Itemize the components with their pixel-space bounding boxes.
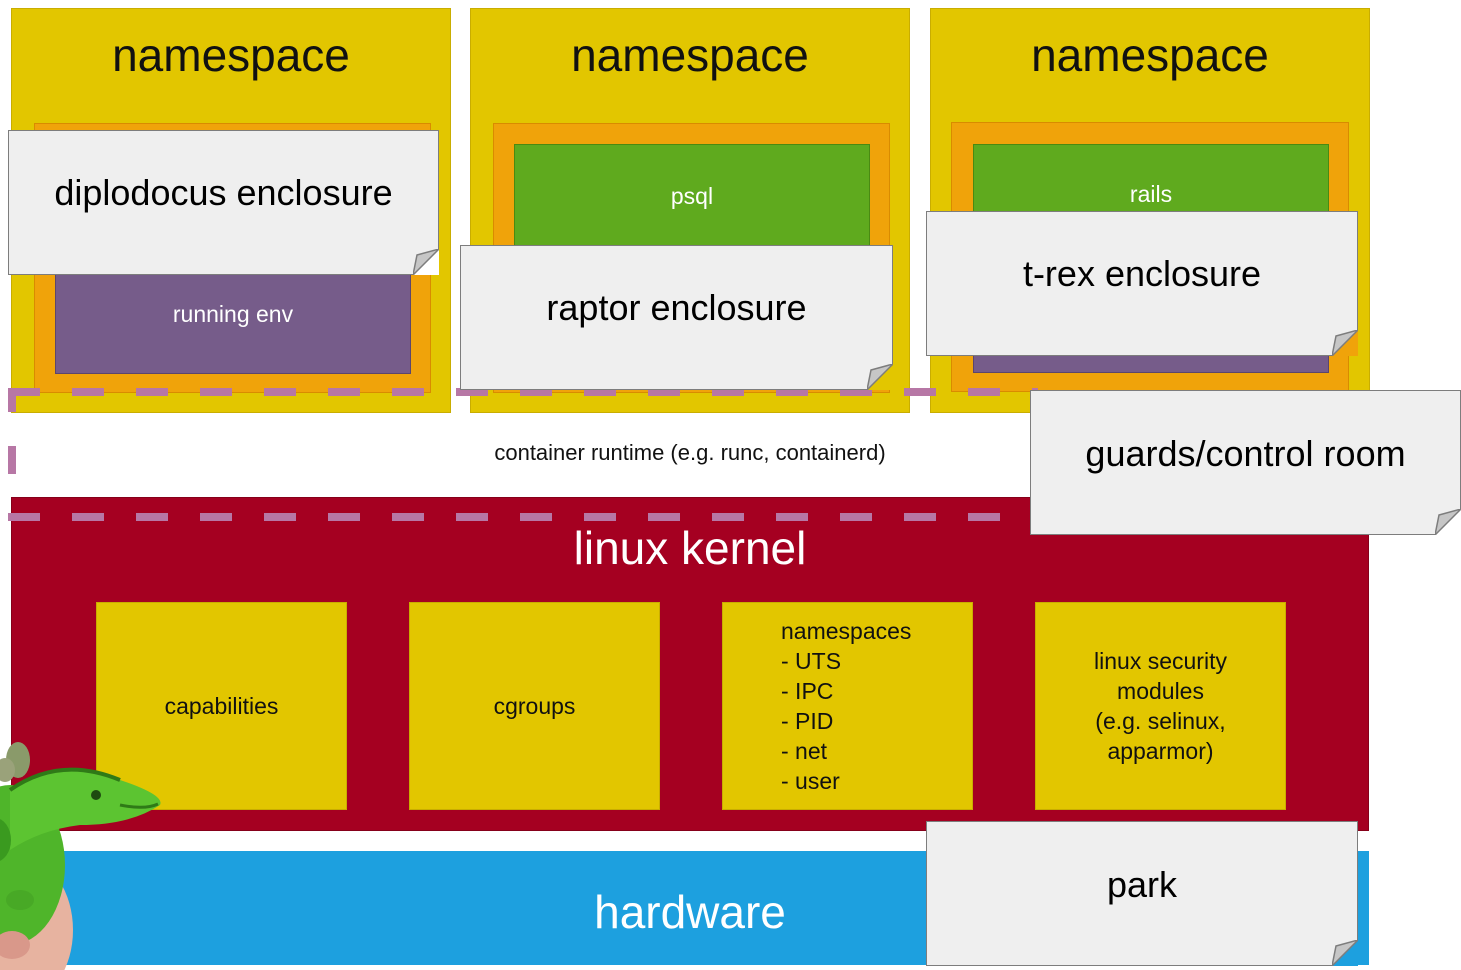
namespaces-line: - UTS [781, 648, 842, 674]
note-trex-label: t-rex enclosure [1022, 253, 1262, 294]
dinosaur-toy-image [0, 742, 161, 970]
hardware-title: hardware [594, 886, 786, 938]
note-diplodocus: diplodocus enclosure [8, 130, 439, 275]
page-fold-icon [413, 249, 439, 275]
dashed-line-vertical [8, 388, 16, 412]
psql-box: psql [514, 144, 870, 249]
note-guards-label: guards/control room [1085, 433, 1406, 474]
namespace-title-3: namespace [1031, 29, 1269, 81]
lsm-line: linux security [1094, 648, 1227, 674]
dashed-line-vertical-2 [8, 446, 16, 474]
page-fold-icon [1435, 509, 1461, 535]
note-diplodocus-label: diplodocus enclosure [54, 172, 393, 213]
namespace-title-1: namespace [112, 29, 350, 81]
page-fold-icon [867, 364, 893, 390]
lsm-box: linux security modules (e.g. selinux, ap… [1035, 602, 1286, 810]
linux-kernel-title: linux kernel [573, 522, 807, 574]
cgroups-box: cgroups [409, 602, 660, 810]
container-runtime-label: container runtime (e.g. runc, containerd… [494, 440, 886, 465]
note-raptor: raptor enclosure [460, 245, 893, 390]
linux-kernel-box: linux kernel capabilities cgroups namesp… [11, 497, 1369, 831]
namespaces-line: - IPC [781, 678, 834, 704]
lsm-line: apparmor) [1107, 738, 1214, 764]
note-guards: guards/control room [1030, 390, 1461, 535]
lsm-line: (e.g. selinux, [1095, 708, 1226, 734]
note-trex: t-rex enclosure [926, 211, 1358, 356]
namespaces-line: - user [781, 768, 840, 794]
note-park: park [926, 821, 1358, 966]
dashed-line-runtime-top [8, 388, 1038, 396]
dashed-line-kernel-top [8, 513, 1038, 521]
note-park-label: park [1106, 864, 1178, 905]
namespaces-list: namespaces - UTS - IPC - PID - net - use… [781, 616, 911, 796]
note-raptor-label: raptor enclosure [546, 287, 807, 328]
namespace-title-2: namespace [571, 29, 809, 81]
namespaces-line: - net [781, 738, 828, 764]
namespaces-box: namespaces - UTS - IPC - PID - net - use… [722, 602, 973, 810]
page-fold-icon [1332, 330, 1358, 356]
page-fold-icon [1332, 940, 1358, 966]
lsm-line: modules [1117, 678, 1204, 704]
lsm-list: linux security modules (e.g. selinux, ap… [1094, 646, 1227, 766]
capabilities-box: capabilities [96, 602, 347, 810]
namespaces-line: namespaces [781, 618, 912, 644]
namespaces-line: - PID [781, 708, 834, 734]
